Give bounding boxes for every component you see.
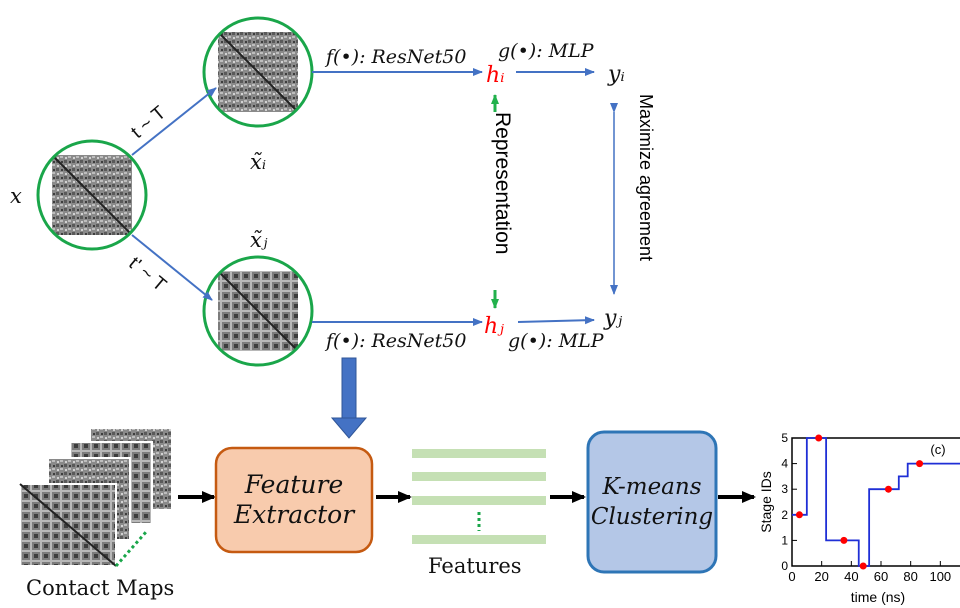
kmeans-line2: Clustering [590, 504, 714, 530]
feature-bar [412, 472, 546, 481]
feature-bars [412, 449, 546, 544]
y-tick-label: 5 [781, 431, 788, 445]
y-tick-label: 1 [781, 533, 788, 547]
maximize-agreement-label: Maximize agreement [636, 94, 656, 262]
stage-point [884, 485, 892, 493]
projection-label-top: g(•): MLP [498, 40, 594, 62]
contact-maps-stack [19, 427, 173, 567]
stage-point [859, 562, 867, 570]
x-tick-label: 20 [814, 569, 828, 584]
y-tick-label: 3 [781, 482, 788, 496]
representation-hi: hᵢ [486, 63, 505, 88]
projection-arrow-bottom [517, 316, 595, 325]
augmented-view-j-circle [202, 255, 314, 367]
feature-bar [412, 449, 546, 458]
kmeans-box [586, 430, 718, 574]
y-axis-label: Stage IDs [758, 471, 774, 532]
stage-chart: 0 1 2 3 4 5 0 20 40 60 80 100 (c) time (ns) Stage IDs [758, 431, 960, 605]
y-tick-label: 4 [781, 457, 788, 471]
encoder-label-top: f(•): ResNet50 [326, 46, 467, 68]
output-yi: yᵢ [608, 62, 625, 87]
x-tick-label: 100 [929, 569, 951, 584]
kmeans-line1: K-means [602, 474, 702, 500]
encoder-to-extractor-arrow [330, 357, 368, 439]
representation-label: Representation [491, 112, 514, 255]
stage-point [916, 460, 924, 468]
x-axis-label: time (ns) [851, 589, 905, 605]
output-yj: yⱼ [604, 306, 623, 331]
view-i-label: x̃ᵢ [250, 150, 267, 174]
y-tick-label: 2 [781, 508, 788, 522]
stage-point [840, 536, 848, 544]
chart-title: (c) [930, 442, 945, 457]
augment-arrow-top [131, 87, 217, 156]
x-tick-label: 60 [874, 569, 888, 584]
projection-label-bottom: g(•): MLP [508, 330, 604, 352]
x-tick-label: 80 [903, 569, 917, 584]
feature-bar [412, 496, 546, 505]
x-tick-label: 40 [844, 569, 858, 584]
view-j-label: x̃ⱼ [250, 228, 268, 252]
feature-extractor-line2: Extractor [233, 500, 355, 529]
features-label: Features [428, 554, 522, 578]
representation-hj: hⱼ [484, 314, 504, 339]
chart-frame [791, 437, 960, 567]
input-label: x [10, 184, 22, 208]
y-tick-label: 0 [781, 559, 788, 573]
augmented-view-i-circle [202, 16, 314, 128]
x-tick-label: 0 [788, 569, 795, 584]
stage-point [795, 511, 803, 519]
encoder-label-bottom: f(•): ResNet50 [326, 330, 467, 352]
feature-extractor-line1: Feature [244, 470, 344, 499]
augment-arrow-bottom [131, 234, 213, 301]
input-contact-map-circle [36, 139, 148, 251]
feature-extractor-box [214, 446, 374, 554]
contact-maps-label: Contact Maps [26, 576, 175, 600]
stage-point [815, 434, 823, 442]
feature-bar [412, 535, 546, 544]
